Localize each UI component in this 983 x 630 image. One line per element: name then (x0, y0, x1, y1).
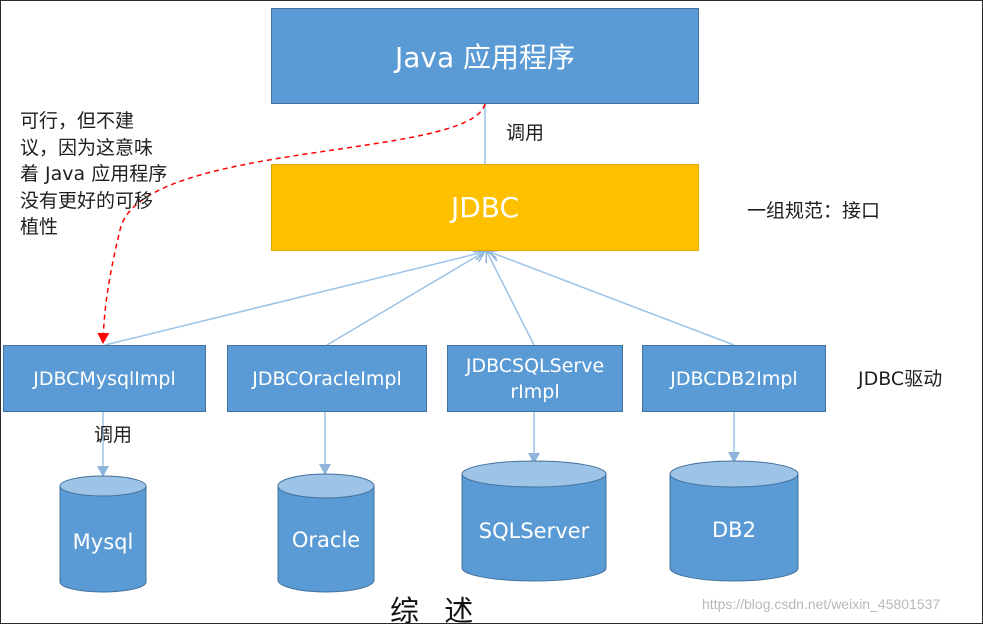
db-label-sqlserver: SQLServer (479, 519, 590, 543)
db-cylinder-mysql: Mysql (59, 475, 147, 593)
db2-impl-to-jdbc-arrow (490, 252, 735, 346)
impl-box-db2: JDBCDB2Impl (642, 345, 826, 412)
db-cylinder-db2: DB2 (669, 460, 799, 582)
caption-title: 综 述 (390, 594, 482, 628)
impl-box-oracle: JDBCOracleImpl (227, 345, 427, 412)
impl-box-mysql: JDBCMysqlImpl (3, 345, 206, 412)
sqlserver-impl-to-jdbc-arrow (487, 252, 535, 346)
mysql-impl-to-jdbc-arrow (104, 252, 484, 346)
call-label-bottom: 调用 (94, 424, 133, 446)
db-label-mysql: Mysql (73, 530, 134, 554)
impl-box-sqlserver: JDBCSQLServerImpl (447, 345, 623, 412)
oracle-impl-to-jdbc-arrow (326, 252, 484, 346)
jdbc-spec-label: 一组规范：接口 (747, 200, 881, 222)
db-cylinder-sqlserver: SQLServer (461, 460, 607, 582)
db-label-db2: DB2 (712, 518, 756, 542)
db-cylinder-oracle: Oracle (277, 473, 375, 593)
direct-call-note: 可行，但不建议，因为这意味着 Java 应用程序没有更好的可移植性 (20, 110, 168, 238)
impl-label-sqlserver: JDBCSQLServerImpl (465, 354, 605, 403)
db-label-oracle: Oracle (292, 528, 360, 552)
java-application-box: Java 应用程序 (271, 8, 699, 104)
watermark-url: https://blog.csdn.net/weixin_45801537 (702, 596, 941, 612)
direct-call-dashed-arrow (97, 103, 486, 344)
jdbc-driver-label: JDBC驱动 (858, 368, 943, 390)
jdbc-box: JDBC (271, 164, 699, 251)
call-label-top: 调用 (506, 122, 545, 144)
